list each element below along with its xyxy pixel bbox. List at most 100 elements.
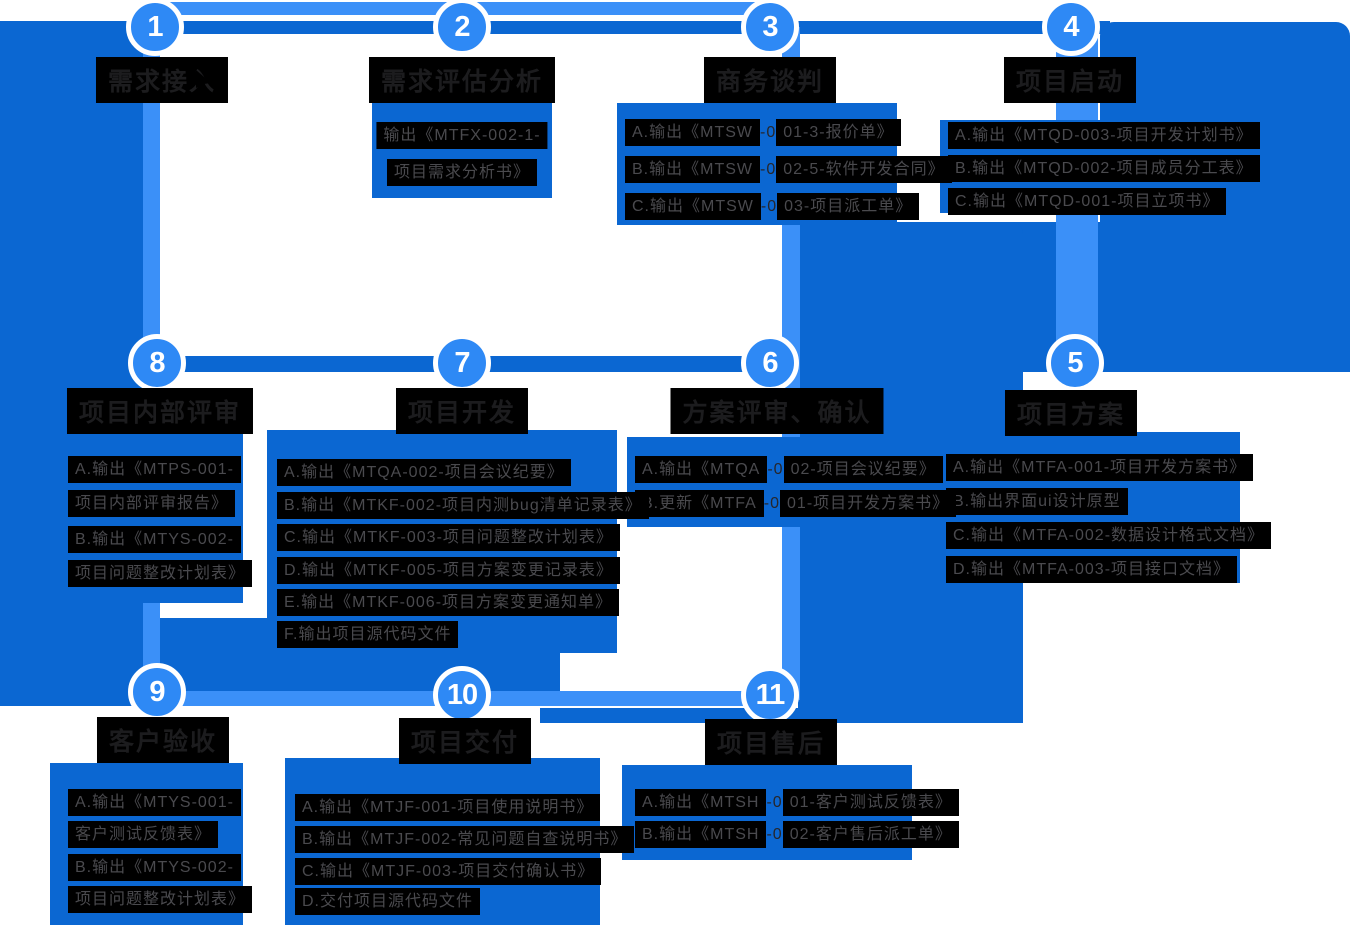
output-item-text: B.输出《MTSW	[625, 156, 760, 183]
output-item-text-dim: -0	[763, 495, 781, 512]
stage-title-9: 客户验收	[96, 717, 230, 763]
output-item-text: 项目需求分析书》	[386, 159, 538, 186]
top-track-bar	[0, 21, 1110, 34]
output-item-text: 输出《MTFX-002-1-	[376, 122, 548, 149]
output-item-text-dim: -0	[766, 794, 783, 811]
step-circle-6: 6	[741, 334, 799, 392]
output-item: A.输出《MTQA-002-项目会议纪要》	[277, 458, 571, 486]
step-circle-1: 1	[126, 0, 184, 56]
output-item: 项目需求分析书》	[386, 158, 538, 186]
stage-title-1: 需求接入	[95, 57, 229, 103]
output-item-text: D.输出《MTFA-003-项目接口文档》	[946, 556, 1238, 583]
output-item: A.输出《MTYS-001-	[68, 788, 241, 816]
output-item: 项目内部评审报告》	[68, 489, 236, 517]
output-item: C.输出《MTJF-003-项目交付确认书》	[295, 857, 602, 885]
output-item: F.输出项目源代码文件	[277, 620, 459, 648]
output-item-text: 客户测试反馈表》	[68, 821, 219, 848]
left-column-block	[0, 22, 143, 706]
stage-title-10: 项目交付	[398, 718, 532, 764]
output-item-text: C.输出《MTQD-001-项目立项书》	[948, 188, 1227, 215]
output-item-text: A.输出《MTQD-003-项目开发计划书》	[948, 122, 1260, 149]
output-item: 项目问题整改计划表》	[68, 559, 253, 587]
output-item: E.输出《MTKF-006-项目方案变更通知单》	[277, 588, 620, 616]
stage-title-2: 需求评估分析	[368, 57, 556, 103]
output-item-text: B.输出《MTKF-002-项目内测bug清单记录表》	[277, 492, 649, 519]
output-item-text: A.输出《MTPS-001-	[68, 456, 241, 483]
stage-title-7: 项目开发	[395, 388, 529, 434]
stage-title-11: 项目售后	[704, 719, 838, 765]
output-item-text: A.输出《MTYS-001-	[68, 789, 241, 816]
step-circle-8: 8	[128, 334, 186, 392]
output-item-text: B.输出《MTYS-002-	[68, 854, 241, 881]
output-item: D.输出《MTKF-005-项目方案变更记录表》	[277, 556, 620, 584]
output-item: 输出《MTFX-002-1-	[376, 121, 548, 149]
step-circle-7: 7	[433, 334, 491, 392]
output-item: C.输出《MTKF-003-项目问题整改计划表》	[277, 523, 620, 551]
output-item-text: A.输出《MTSH	[635, 789, 767, 816]
output-item-text: C.输出《MTFA-002-数据设计格式文档》	[946, 522, 1272, 549]
output-item-text: B.输出《MTYS-002-	[68, 526, 241, 553]
output-item-text-dim: -0	[760, 124, 777, 141]
step-circle-5: 5	[1046, 334, 1104, 392]
row2-track-bar	[157, 356, 1023, 372]
output-item-text: A.输出《MTFA-001-项目开发方案书》	[946, 454, 1254, 481]
output-item-text: A.输出《MTQA	[635, 456, 768, 483]
output-item: A.输出《MTJF-001-项目使用说明书》	[295, 793, 601, 821]
output-item-text: 01-客户测试反馈表》	[782, 789, 959, 816]
output-item: C.输出《MTFA-002-数据设计格式文档》	[946, 521, 1272, 549]
output-item: 客户测试反馈表》	[68, 820, 219, 848]
step-circle-9: 9	[128, 663, 186, 721]
output-item-text: D.交付项目源代码文件	[295, 888, 481, 915]
output-item-text: 01-项目开发方案书》	[780, 490, 957, 517]
output-item-text: C.输出《MTSW	[625, 193, 761, 220]
stage-title-4: 项目启动	[1003, 57, 1137, 103]
output-item-text: C.输出《MTJF-003-项目交付确认书》	[295, 858, 602, 885]
output-item-text: A.输出《MTJF-001-项目使用说明书》	[295, 794, 601, 821]
output-item: B.输出《MTYS-002-	[68, 853, 241, 881]
output-item: D.输出《MTFA-003-项目接口文档》	[946, 555, 1238, 583]
step-circle-2: 2	[433, 0, 491, 56]
output-item-text: B.输出《MTSH	[635, 821, 767, 848]
output-item-text: F.输出项目源代码文件	[277, 621, 459, 648]
output-item-text: 01-3-报价单》	[776, 119, 901, 146]
output-item: C.输出《MTQD-001-项目立项书》	[948, 187, 1227, 215]
output-item-text: B.输出《MTJF-002-常见问题自查说明书》	[295, 826, 635, 853]
output-item-text: 项目内部评审报告》	[68, 490, 236, 517]
output-item: A.输出《MTQD-003-项目开发计划书》	[948, 121, 1260, 149]
stage-title-8: 项目内部评审	[66, 388, 254, 434]
step-circle-10: 10	[433, 666, 491, 724]
step-circle-4: 4	[1042, 0, 1100, 56]
output-item: B.输出《MTJF-002-常见问题自查说明书》	[295, 825, 635, 853]
output-item-text: A.输出《MTQA-002-项目会议纪要》	[277, 459, 571, 486]
output-item-text: B.输出界面ui设计原型	[946, 488, 1128, 515]
output-item-text: A.输出《MTSW	[625, 119, 760, 146]
output-item-text: 02-客户售后派工单》	[782, 821, 959, 848]
output-item: A.输出《MTPS-001-	[68, 455, 241, 483]
step-circle-11: 11	[741, 666, 799, 724]
output-item: A.输出《MTFA-001-项目开发方案书》	[946, 453, 1254, 481]
output-item-text: 02-5-软件开发合同》	[776, 156, 952, 183]
output-item-text: 03-项目派工单》	[777, 193, 920, 220]
output-item: B.输出《MTYS-002-	[68, 525, 241, 553]
output-item-text-dim: -0	[760, 198, 778, 215]
output-item: 项目问题整改计划表》	[68, 885, 253, 913]
output-item-text-dim: -0	[766, 826, 783, 843]
step-circle-3: 3	[741, 0, 799, 56]
stage-title-6: 方案评审、确认	[670, 388, 884, 434]
output-item-text-dim: -0	[767, 461, 784, 478]
output-item-text: 项目问题整改计划表》	[68, 560, 253, 587]
output-item-text: C.输出《MTKF-003-项目问题整改计划表》	[277, 524, 620, 551]
output-item: B.输出《MTKF-002-项目内测bug清单记录表》	[277, 491, 649, 519]
output-item-text-dim: -0	[760, 161, 777, 178]
output-item-text: 02-项目会议纪要》	[783, 456, 943, 483]
output-item: B.输出《MTQD-002-项目成员分工表》	[948, 154, 1260, 182]
output-item: B.输出界面ui设计原型	[946, 487, 1128, 515]
